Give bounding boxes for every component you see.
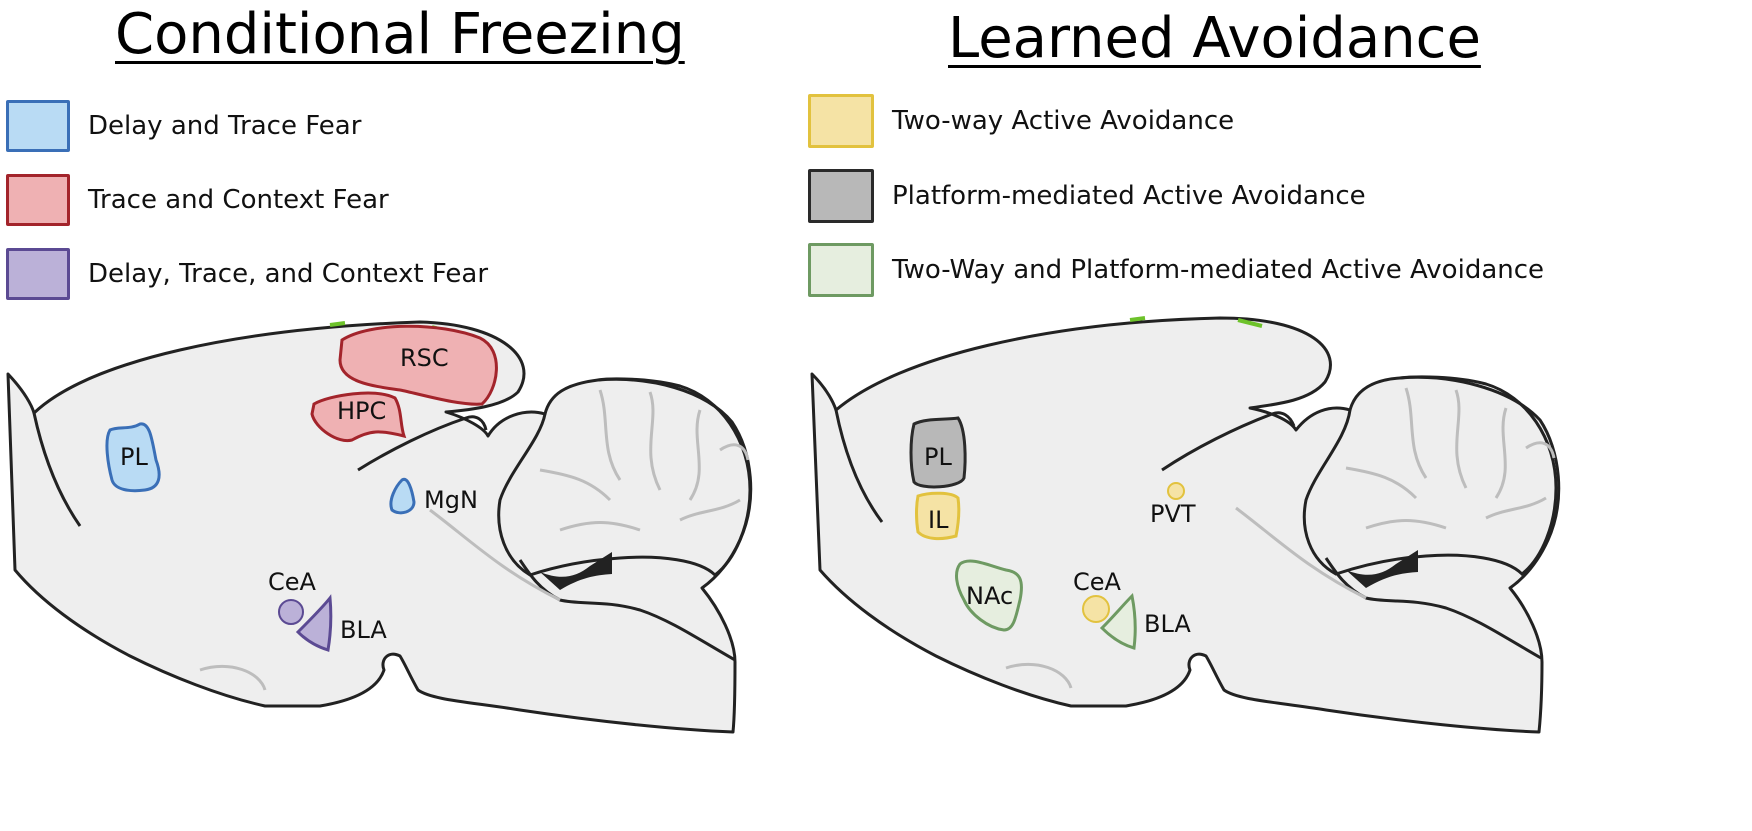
left-internal-lines <box>199 508 561 691</box>
right-legend-item-gray: Platform-mediated Active Avoidance <box>808 169 1366 223</box>
left-region-cea <box>278 599 304 625</box>
right-region-cea <box>1082 595 1110 623</box>
right-region-nac <box>955 559 1023 632</box>
left-hippocampal-line <box>357 415 488 472</box>
blue-swatch <box>6 100 70 152</box>
label-il: IL <box>928 506 949 534</box>
left-panel-title: Conditional Freezing <box>115 2 685 67</box>
right-brain: PL IL PVT NAc CeA BLA <box>810 316 1561 734</box>
legend-label: Delay, Trace, and Context Fear <box>88 259 489 289</box>
legend-label: Platform-mediated Active Avoidance <box>892 181 1366 211</box>
left-brain: RSC HPC PL MgN CeA BLA <box>6 320 753 734</box>
left-region-mgn <box>389 477 416 515</box>
right-cerebellum <box>1302 375 1558 577</box>
right-legend-item-yellow: Two-way Active Avoidance <box>808 94 1234 148</box>
label-pl-left: PL <box>120 443 148 471</box>
right-internal-lines <box>1005 506 1367 689</box>
left-legend-item-purple: Delay, Trace, and Context Fear <box>6 248 488 300</box>
right-brainstem-marker <box>1346 550 1418 588</box>
right-legend-item-green: Two-Way and Platform-mediated Active Avo… <box>808 243 1544 297</box>
right-brainstem-line <box>1324 557 1542 660</box>
right-cerebellar-folia <box>1345 387 1556 530</box>
label-cea-left: CeA <box>268 568 317 596</box>
left-cerebellar-folia <box>539 389 750 532</box>
label-pvt: PVT <box>1150 500 1196 528</box>
left-cerebellum <box>497 377 752 577</box>
gray-swatch <box>808 169 874 223</box>
right-accent-line <box>1129 316 1263 328</box>
label-hpc: HPC <box>337 397 386 425</box>
label-rsc: RSC <box>400 344 449 372</box>
left-legend-item-blue: Delay and Trace Fear <box>6 100 361 152</box>
right-region-bla <box>1099 592 1137 650</box>
label-mgn: MgN <box>424 486 478 514</box>
legend-label: Trace and Context Fear <box>88 185 389 215</box>
right-region-il <box>915 491 961 541</box>
yellow-swatch <box>808 94 874 148</box>
label-pl-right: PL <box>924 443 952 471</box>
label-cea-right: CeA <box>1073 568 1122 596</box>
left-region-rsc <box>338 324 498 406</box>
right-region-pvt <box>1167 482 1185 500</box>
right-frontal-curve <box>834 409 884 523</box>
label-bla-right: BLA <box>1144 610 1191 638</box>
left-region-hpc <box>310 391 407 443</box>
left-brainstem-line <box>518 559 736 662</box>
right-hippocampal-line <box>1161 411 1296 472</box>
left-frontal-curve <box>32 412 82 527</box>
label-nac: NAc <box>966 582 1013 610</box>
legend-label: Two-way Active Avoidance <box>892 106 1235 136</box>
green-swatch <box>808 243 874 297</box>
label-bla-left: BLA <box>340 616 387 644</box>
purple-swatch <box>6 248 70 300</box>
left-region-bla <box>295 594 333 652</box>
left-region-pl <box>105 422 161 493</box>
left-brainstem-marker <box>540 552 612 590</box>
legend-label: Delay and Trace Fear <box>88 111 362 141</box>
left-legend-item-red: Trace and Context Fear <box>6 174 389 226</box>
legend-label: Two-Way and Platform-mediated Active Avo… <box>892 255 1545 285</box>
right-region-pl <box>909 416 967 489</box>
red-swatch <box>6 174 70 226</box>
right-panel-title: Learned Avoidance <box>948 6 1481 71</box>
